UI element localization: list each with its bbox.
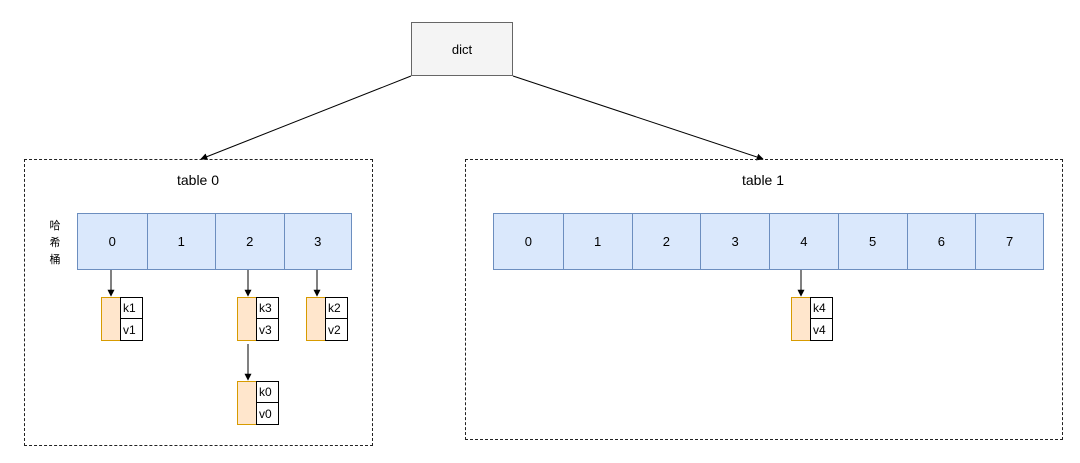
arrow-dict-to-table-1 — [512, 75, 764, 161]
bucket-cell: 2 — [215, 214, 284, 269]
entry-key: k4 — [810, 297, 833, 319]
entry-next-pointer — [101, 297, 120, 341]
entry-key: k1 — [120, 297, 143, 319]
entry-value: v0 — [256, 403, 279, 425]
entry-next-pointer — [791, 297, 810, 341]
entry-node: k2 v2 — [306, 297, 348, 341]
entry-next-pointer — [237, 381, 256, 425]
entry-node: k4 v4 — [791, 297, 833, 341]
bucket-cell: 1 — [562, 214, 632, 269]
hash-bucket-label-char: 希 — [49, 237, 61, 249]
table-1-frame — [465, 159, 1063, 440]
entry-value: v3 — [256, 319, 279, 341]
table-0-frame — [24, 159, 373, 446]
entry-value: v4 — [810, 319, 833, 341]
entry-next-pointer — [237, 297, 256, 341]
entry-value: v1 — [120, 319, 143, 341]
bucket-cell: 3 — [700, 214, 769, 269]
hash-bucket-label-char: 哈 — [49, 220, 61, 232]
entry-key: k0 — [256, 381, 279, 403]
bucket-cell: 3 — [283, 214, 351, 269]
bucket-cell: 0 — [494, 214, 563, 269]
arrow-dict-to-table-0 — [200, 75, 412, 160]
entry-next-pointer — [306, 297, 325, 341]
bucket-cell: 6 — [906, 214, 976, 269]
entry-key: k3 — [256, 297, 279, 319]
bucket-cell: 5 — [837, 214, 907, 269]
bucket-cell: 2 — [631, 214, 701, 269]
table-1-bucket-array: 0 1 2 3 4 5 6 7 — [493, 213, 1044, 270]
bucket-cell: 7 — [975, 214, 1043, 269]
table-1-title: table 1 — [741, 172, 785, 188]
dict-label: dict — [451, 41, 473, 57]
hash-bucket-label-char: 桶 — [49, 254, 61, 266]
table-0-title: table 0 — [176, 172, 220, 188]
entry-value: v2 — [325, 319, 348, 341]
entry-node: k1 v1 — [101, 297, 143, 341]
entry-key: k2 — [325, 297, 348, 319]
entry-node: k3 v3 — [237, 297, 279, 341]
table-0-bucket-array: 0 1 2 3 — [77, 213, 352, 270]
bucket-cell: 0 — [78, 214, 147, 269]
entry-node: k0 v0 — [237, 381, 279, 425]
dict-node: dict — [411, 22, 513, 76]
hash-bucket-label: 哈 希 桶 — [44, 218, 66, 269]
bucket-cell: 4 — [769, 214, 838, 269]
bucket-cell: 1 — [146, 214, 215, 269]
